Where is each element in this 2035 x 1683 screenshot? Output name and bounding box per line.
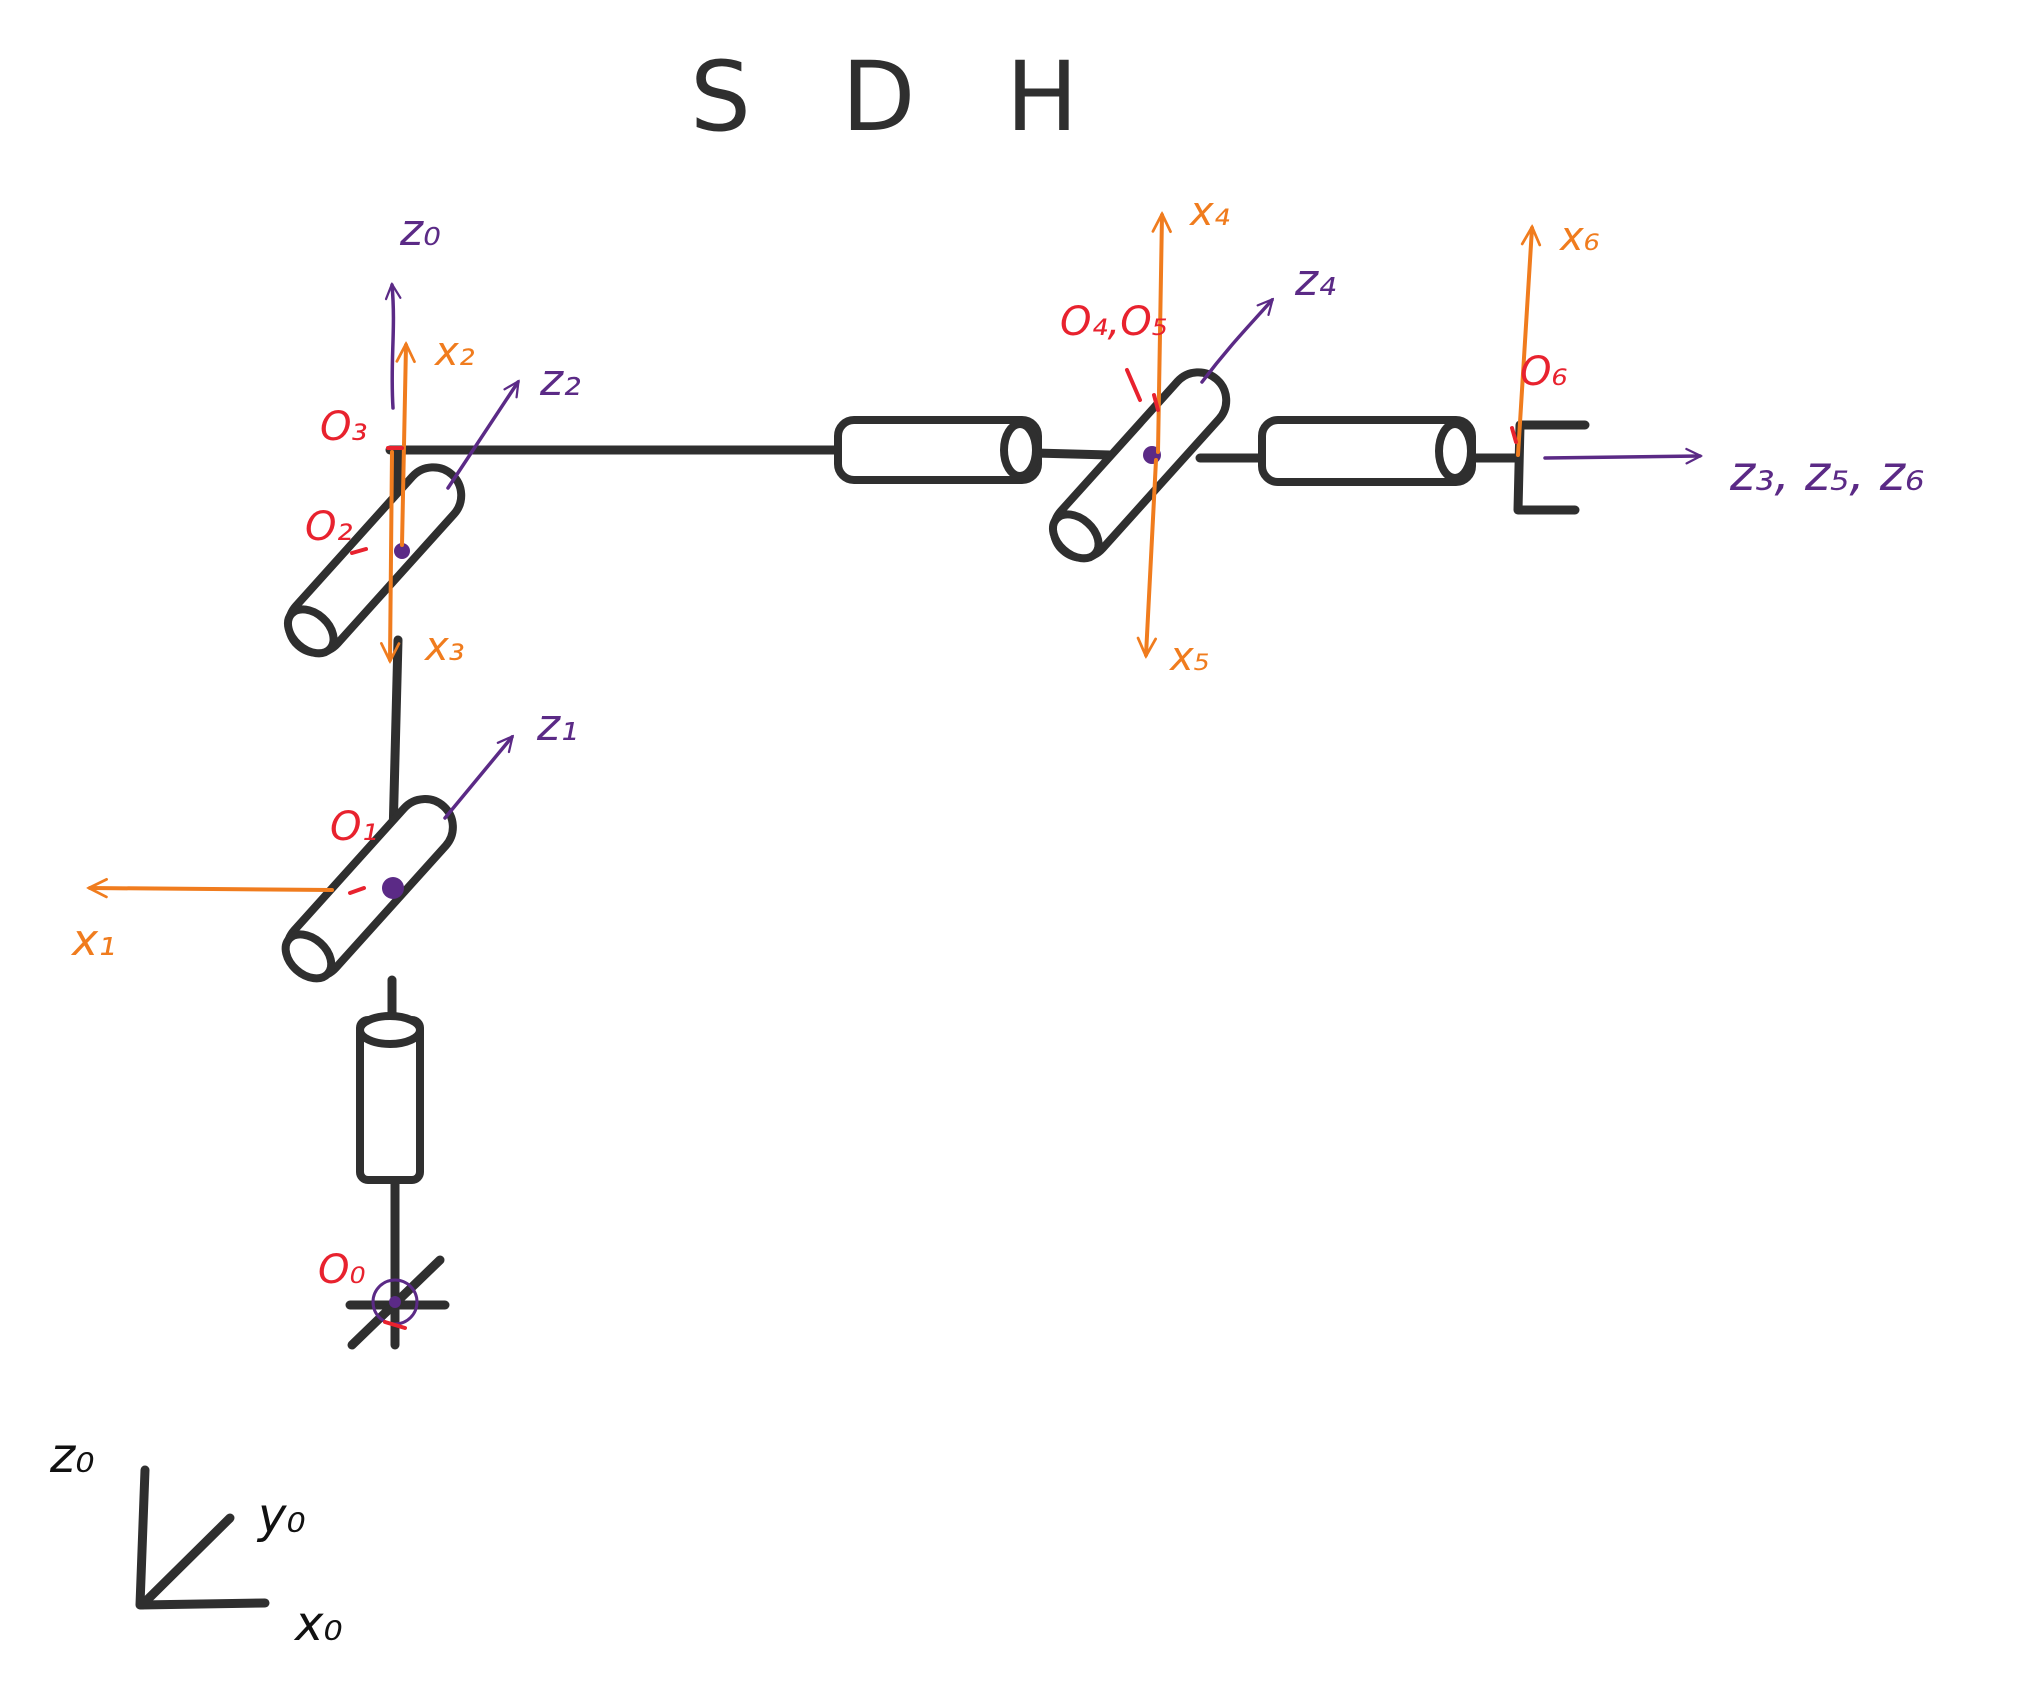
joint2-cylinder — [283, 463, 466, 658]
link-horizontal-mid — [1030, 448, 1115, 460]
origin-label-o2: O₂ — [305, 504, 353, 550]
x2-axis-arrow — [402, 345, 406, 547]
z1-axis-arrow — [443, 737, 512, 820]
origin-label-o6: O₆ — [1520, 349, 1568, 395]
z1-label: z₁ — [536, 700, 578, 751]
joint1-cylinder — [281, 795, 457, 983]
x6-label: x₆ — [1558, 214, 1600, 260]
z0-label: z₀ — [399, 205, 441, 256]
robot-links — [385, 445, 1520, 1350]
joint2-center-dot — [394, 543, 410, 559]
base-cylinder — [356, 1012, 424, 1184]
z356-axis-arrow — [1543, 456, 1700, 458]
z-axes — [392, 285, 1700, 820]
origin-label-o3: O₃ — [320, 404, 368, 450]
z4-label: z₄ — [1294, 255, 1336, 306]
z4-axis-arrow — [1200, 300, 1272, 384]
x4-axis-arrow — [1158, 215, 1162, 454]
origin-marks — [348, 368, 1518, 1330]
joint6-cylinder — [1258, 416, 1476, 486]
x-axes — [90, 215, 1532, 890]
base-frame-x-label: x₀ — [293, 1596, 343, 1652]
x1-axis-arrow — [90, 888, 334, 890]
x6-axis-arrow — [1516, 228, 1532, 457]
base-frame-y-axis — [137, 1513, 235, 1610]
x1-label: x₁ — [70, 915, 116, 966]
joint3-cylinder — [834, 416, 1042, 484]
z356-label: z₃, z₅, z₆ — [1729, 446, 1924, 502]
x4-label: x₄ — [1188, 189, 1230, 235]
origin-label-o0: O₀ — [318, 1247, 366, 1293]
diagram-title: S D H — [690, 41, 1108, 153]
wrist-cylinder — [1048, 368, 1231, 563]
z2-axis-arrow — [446, 382, 518, 490]
base-frame-y-label: y₀ — [256, 1488, 306, 1544]
base-frame-z-label: z₀ — [49, 1428, 94, 1484]
joint1-center-dot — [382, 877, 404, 899]
origin-label-o1: O₁ — [330, 804, 378, 850]
x2-label: x₂ — [433, 329, 475, 375]
x3-axis-arrow — [390, 450, 392, 660]
z0-axis-arrow — [392, 285, 393, 410]
x5-axis-arrow — [1146, 458, 1158, 655]
x5-label: x₅ — [1168, 634, 1210, 680]
z2-label: z₂ — [539, 355, 581, 406]
base-reference-frame: z₀ y₀ x₀ — [49, 1428, 343, 1652]
origin-label-o45: O₄,O₅ — [1060, 299, 1168, 345]
x3-label: x₃ — [423, 624, 465, 670]
end-effector-gripper — [1513, 420, 1590, 515]
